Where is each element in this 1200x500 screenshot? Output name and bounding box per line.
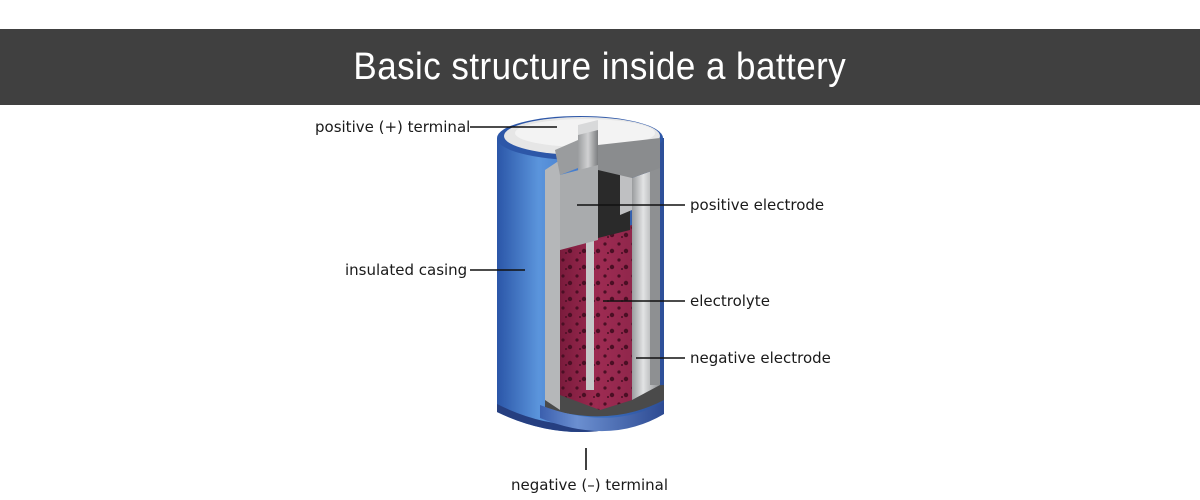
inner-shell: [598, 138, 660, 178]
positive-electrode: [555, 120, 632, 390]
label-positive-terminal: positive (+) terminal: [315, 118, 471, 136]
label-electrolyte: electrolyte: [690, 292, 770, 310]
label-negative-terminal: negative (–) terminal: [511, 476, 669, 494]
leader-lines: [470, 126, 685, 470]
label-insulated-casing: insulated casing: [345, 261, 468, 279]
label-negative-electrode: negative electrode: [690, 349, 831, 367]
page-title: Basic structure inside a battery: [353, 45, 847, 88]
electrolyte: [560, 225, 632, 410]
label-positive-electrode: positive electrode: [690, 196, 825, 214]
negative-electrode: [545, 160, 660, 410]
base-rim: [540, 402, 664, 432]
title-banner: Basic structure inside a battery: [0, 29, 1200, 105]
